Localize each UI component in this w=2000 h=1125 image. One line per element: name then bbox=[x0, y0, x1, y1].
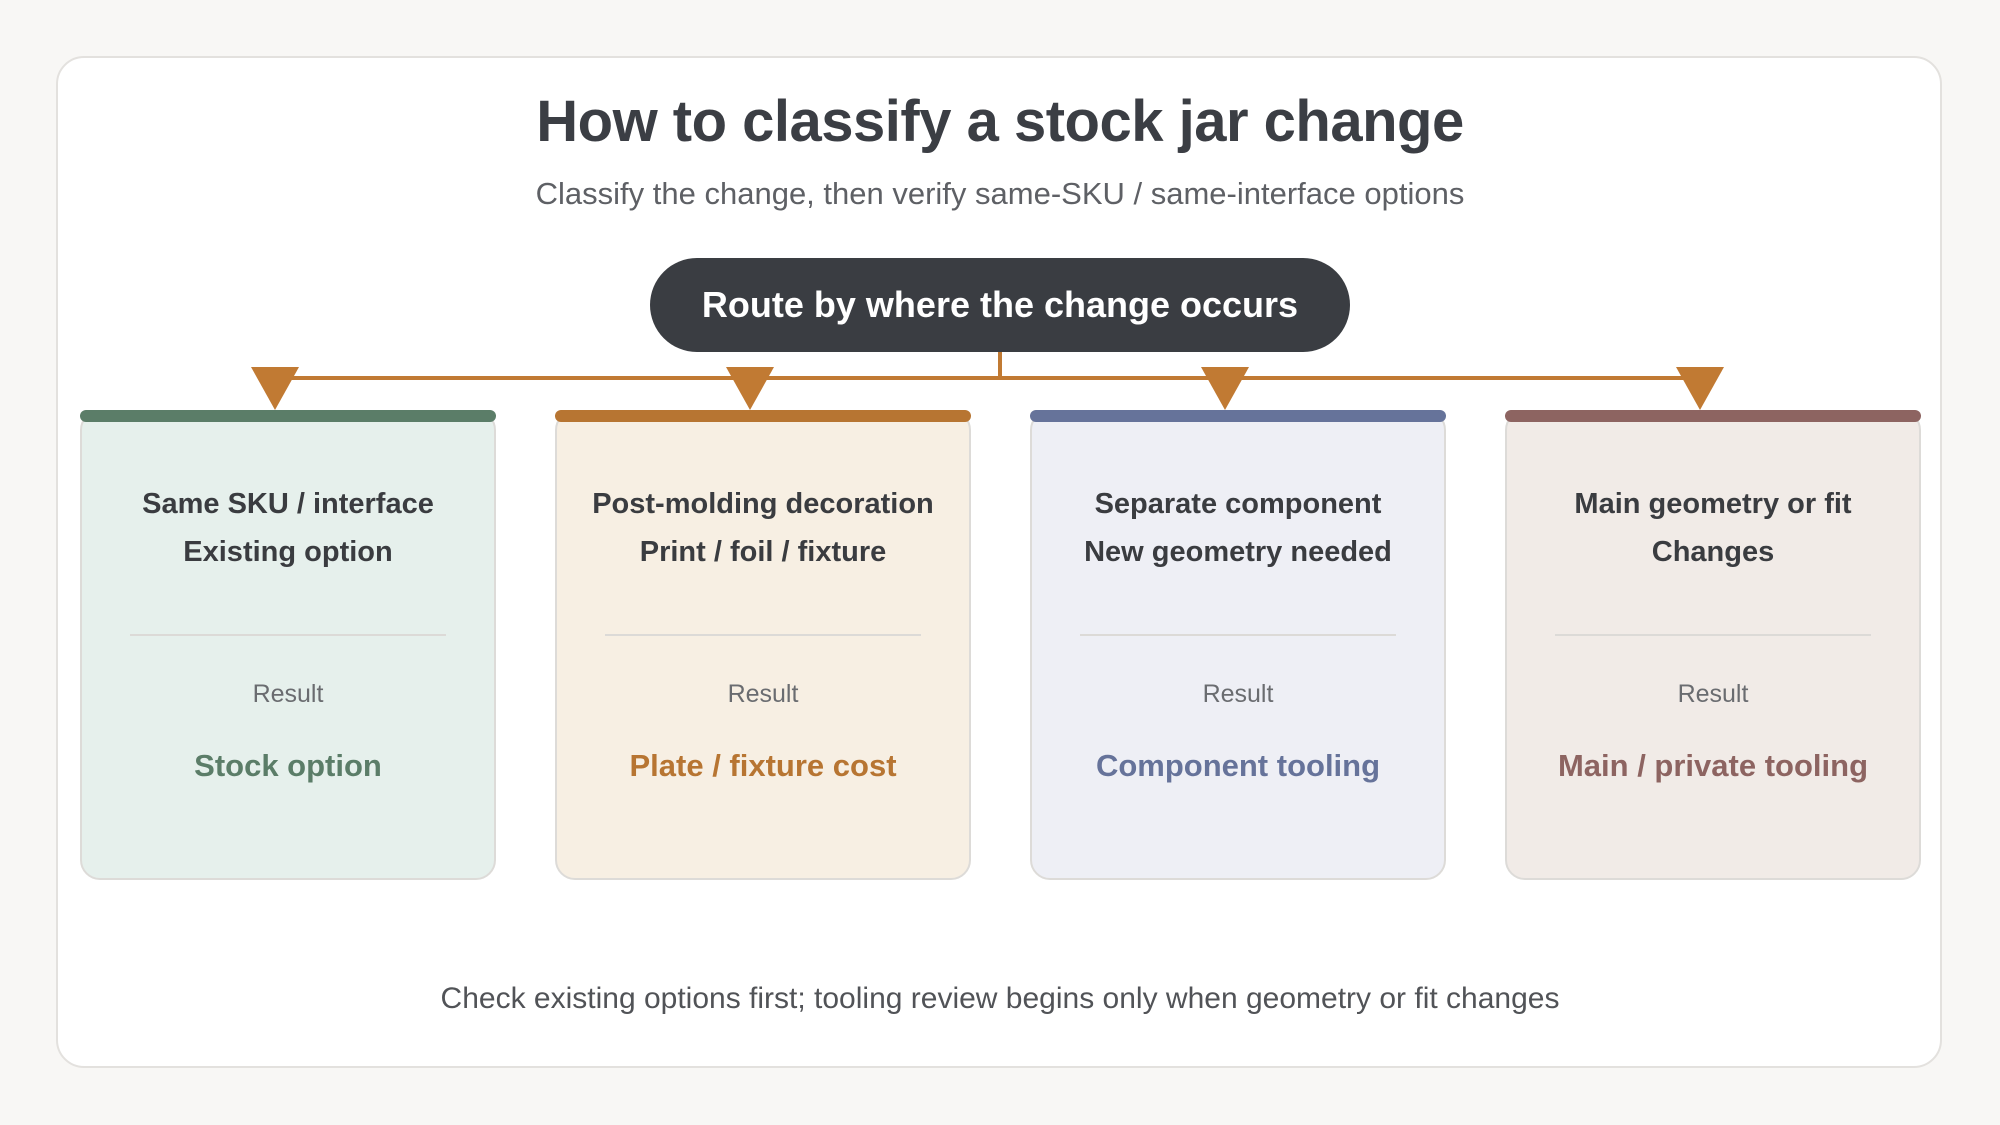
card-condition: Same SKU / interface Existing option bbox=[82, 480, 494, 576]
card-divider bbox=[1080, 634, 1396, 636]
card-condition-line: Post-molding decoration bbox=[592, 488, 934, 520]
card-result: Plate / fixture cost bbox=[629, 748, 897, 783]
card-divider bbox=[1555, 634, 1871, 636]
card-condition-line: New geometry needed bbox=[1084, 536, 1392, 568]
card-result: Component tooling bbox=[1095, 748, 1381, 783]
card-divider bbox=[130, 634, 446, 636]
card-condition-line: Separate component bbox=[1094, 488, 1382, 520]
card-condition: Separate component New geometry needed bbox=[1032, 480, 1444, 576]
diagram-title: How to classify a stock jar change bbox=[536, 89, 1464, 154]
card-condition-line: Print / foil / fixture bbox=[639, 536, 887, 568]
card-result-label: Result bbox=[727, 680, 799, 708]
card-accent-bar bbox=[555, 410, 971, 422]
card-accent-bar bbox=[1505, 410, 1921, 422]
branch-card-decoration: Post-molding decoration Print / foil / f… bbox=[555, 410, 971, 880]
card-condition-line: Existing option bbox=[183, 536, 393, 568]
branch-card-main-geometry: Main geometry or fit Changes Result Main… bbox=[1505, 410, 1921, 880]
footer-note: Check existing options first; tooling re… bbox=[440, 982, 1560, 1015]
card-result-label: Result bbox=[1677, 680, 1749, 708]
card-condition: Post-molding decoration Print / foil / f… bbox=[557, 480, 969, 576]
card-condition-line: Main geometry or fit bbox=[1574, 488, 1852, 520]
diagram-subtitle: Classify the change, then verify same-SK… bbox=[535, 176, 1465, 211]
card-divider bbox=[605, 634, 921, 636]
card-accent-bar bbox=[1030, 410, 1446, 422]
card-result: Stock option bbox=[194, 748, 382, 783]
card-result-label: Result bbox=[252, 680, 324, 708]
card-condition-line: Same SKU / interface bbox=[142, 488, 434, 520]
card-accent-bar bbox=[80, 410, 496, 422]
branch-card-component: Separate component New geometry needed R… bbox=[1030, 410, 1446, 880]
card-condition-line: Changes bbox=[1651, 536, 1775, 568]
card-result: Main / private tooling bbox=[1557, 748, 1868, 783]
card-condition: Main geometry or fit Changes bbox=[1507, 480, 1919, 576]
root-node: Route by where the change occurs bbox=[650, 258, 1350, 352]
root-node-label: Route by where the change occurs bbox=[701, 284, 1299, 325]
card-result-label: Result bbox=[1202, 680, 1274, 708]
branch-card-same-sku: Same SKU / interface Existing option Res… bbox=[80, 410, 496, 880]
